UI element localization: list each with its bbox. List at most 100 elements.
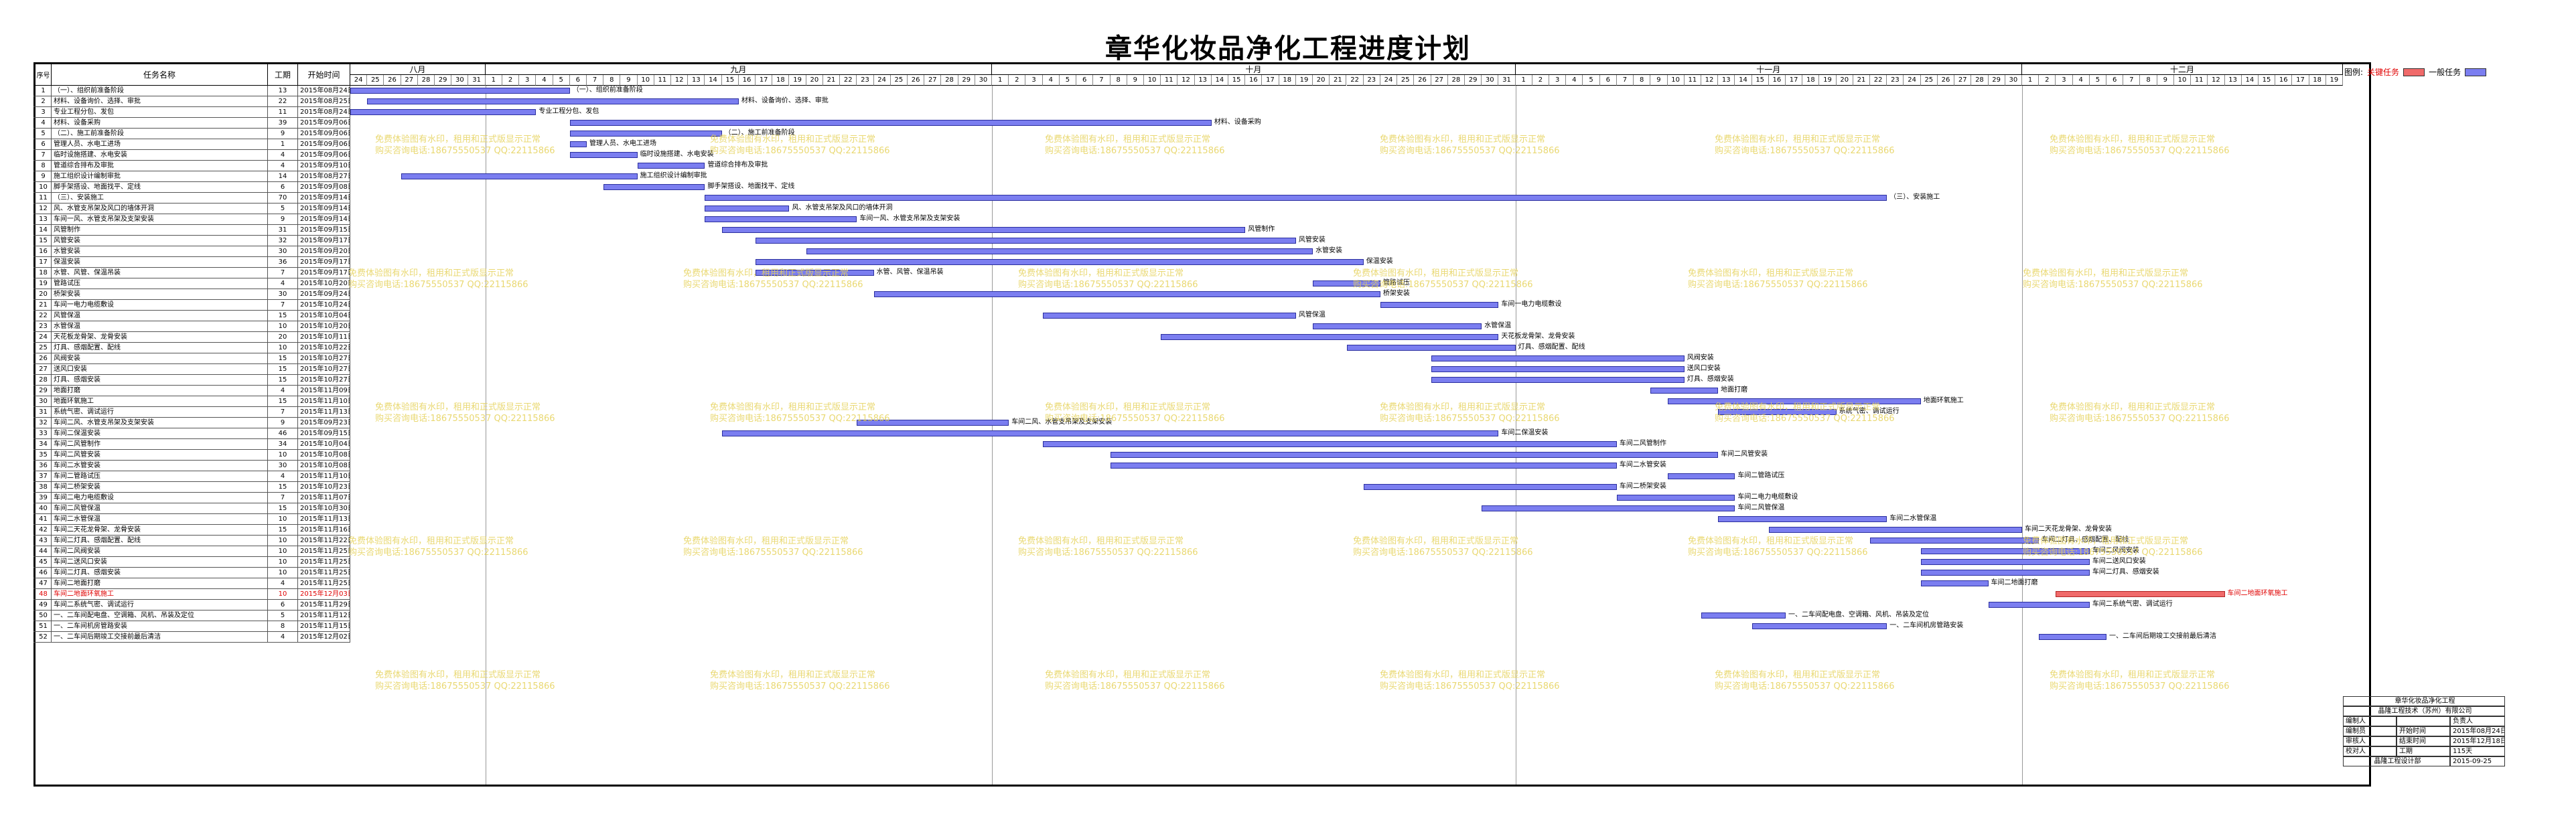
gantt-bar[interactable]: [1751, 623, 1887, 629]
gantt-bar[interactable]: [705, 195, 1887, 201]
gantt-bar[interactable]: [873, 291, 1380, 297]
gantt-bar-label: （三）、安装施工: [1889, 193, 1940, 201]
month-label: 十二月: [2021, 64, 2343, 75]
gantt-bar[interactable]: [569, 152, 638, 158]
gantt-bar[interactable]: [1718, 409, 1837, 415]
day-label: 29: [1464, 75, 1482, 86]
gantt-bar[interactable]: [1616, 495, 1735, 501]
gantt-bar[interactable]: [1313, 280, 1380, 287]
row-index: 11: [35, 193, 52, 203]
row-index: 35: [35, 450, 52, 461]
row-duration: 5: [268, 203, 298, 214]
day-label: 15: [1228, 75, 1246, 86]
gantt-bar[interactable]: [1431, 366, 1685, 372]
gantt-bar[interactable]: [1988, 602, 2090, 608]
gantt-bar-label: 车间二地面打磨: [1991, 579, 2038, 586]
day-label: 4: [2072, 75, 2090, 86]
day-label: 28: [1447, 75, 1465, 86]
gantt-bar-label: 车间二电力电缆敷设: [1737, 493, 1798, 501]
gantt-bar[interactable]: [2056, 591, 2225, 597]
gantt-bar[interactable]: [705, 216, 857, 222]
row-start-date: 2015年10月20日: [298, 321, 350, 332]
row-start-date: 2015年09月06日: [298, 150, 350, 161]
gantt-bar[interactable]: [721, 227, 1246, 233]
day-label: 4: [1042, 75, 1060, 86]
row-duration: 32: [268, 236, 298, 246]
gantt-bar[interactable]: [721, 430, 1499, 436]
gantt-bar[interactable]: [1768, 527, 2022, 533]
day-label: 5: [1583, 75, 1600, 86]
gantt-bar[interactable]: [1431, 355, 1685, 361]
gantt-bar[interactable]: [1313, 323, 1482, 329]
gantt-bar-label: 一、二车间配电盘、空调箱、风机、吊装及定位: [1788, 611, 1929, 619]
gantt-bar[interactable]: [1650, 388, 1719, 394]
gantt-bar[interactable]: [1042, 313, 1296, 319]
gantt-bar[interactable]: [1920, 548, 2090, 554]
gantt-bar[interactable]: [705, 206, 790, 212]
gantt-bar[interactable]: [350, 88, 570, 94]
row-start-date: 2015年09月23日: [298, 418, 350, 428]
row-start-date: 2015年11月10日: [298, 471, 350, 482]
gantt-bar[interactable]: [1920, 580, 1989, 586]
row-duration: 46: [268, 428, 298, 439]
gantt-bar[interactable]: [1920, 559, 2090, 565]
row-task-name: 车间二保温安装: [52, 428, 268, 439]
gantt-bar[interactable]: [1431, 377, 1685, 383]
day-label: 19: [789, 75, 806, 86]
day-label: 11: [1161, 75, 1178, 86]
row-start-date: 2015年09月10日: [298, 161, 350, 171]
gantt-bar[interactable]: [2039, 634, 2107, 640]
gantt-bar[interactable]: [1870, 538, 2040, 544]
row-duration: 39: [268, 118, 298, 129]
day-label: 5: [2089, 75, 2107, 86]
gantt-bar[interactable]: [569, 131, 722, 137]
gantt-bar[interactable]: [401, 173, 638, 179]
day-label: 7: [586, 75, 604, 86]
row-start-date: 2015年10月22日: [298, 343, 350, 353]
row-duration: 34: [268, 439, 298, 450]
gantt-bar[interactable]: [1346, 345, 1516, 351]
gantt-bar[interactable]: [350, 109, 536, 115]
gantt-bar[interactable]: [637, 163, 705, 169]
row-task-name: 车间一电力电缆敷设: [52, 300, 268, 311]
gantt-bar[interactable]: [1920, 570, 2090, 576]
gantt-bar[interactable]: [806, 248, 1313, 254]
row-start-date: 2015年10月23日: [298, 482, 350, 493]
row-start-date: 2015年11月29日: [298, 600, 350, 610]
gantt-bar[interactable]: [1667, 473, 1735, 479]
gantt-bar[interactable]: [1042, 441, 1617, 447]
gantt-bar[interactable]: [756, 259, 1364, 265]
gantt-bar[interactable]: [1363, 484, 1617, 490]
gantt-bar[interactable]: [603, 184, 705, 190]
day-label: 24: [350, 75, 368, 86]
gantt-bar[interactable]: [367, 98, 739, 104]
gantt-bar[interactable]: [1718, 516, 1887, 522]
gantt-bar[interactable]: [1482, 505, 1735, 511]
row-start-date: 2015年11月16日: [298, 525, 350, 536]
gantt-bar[interactable]: [756, 238, 1296, 244]
gantt-bar[interactable]: [569, 120, 1212, 126]
row-index: 23: [35, 321, 52, 332]
gantt-bar-label: 车间一风、水管支吊架及支架安装: [859, 215, 960, 222]
row-duration: 7: [268, 493, 298, 503]
gantt-bar[interactable]: [1110, 463, 1617, 469]
month-label: 十月: [992, 64, 1516, 75]
day-label: 24: [1904, 75, 1921, 86]
gantt-bar[interactable]: [857, 420, 1009, 426]
row-task-name: 临时设施搭建、水电安装: [52, 150, 268, 161]
row-task-name: 车间二系统气密、调试运行: [52, 600, 268, 610]
row-start-date: 2015年09月14日: [298, 193, 350, 203]
gantt-bar[interactable]: [1380, 302, 1499, 308]
day-label: 20: [1313, 75, 1330, 86]
gantt-bar[interactable]: [1161, 334, 1499, 340]
gantt-bar[interactable]: [1667, 398, 1921, 404]
gantt-bar[interactable]: [569, 141, 587, 147]
gantt-bar[interactable]: [756, 270, 874, 276]
gantt-bar[interactable]: [1701, 613, 1786, 619]
gantt-bar[interactable]: [1110, 452, 1719, 458]
